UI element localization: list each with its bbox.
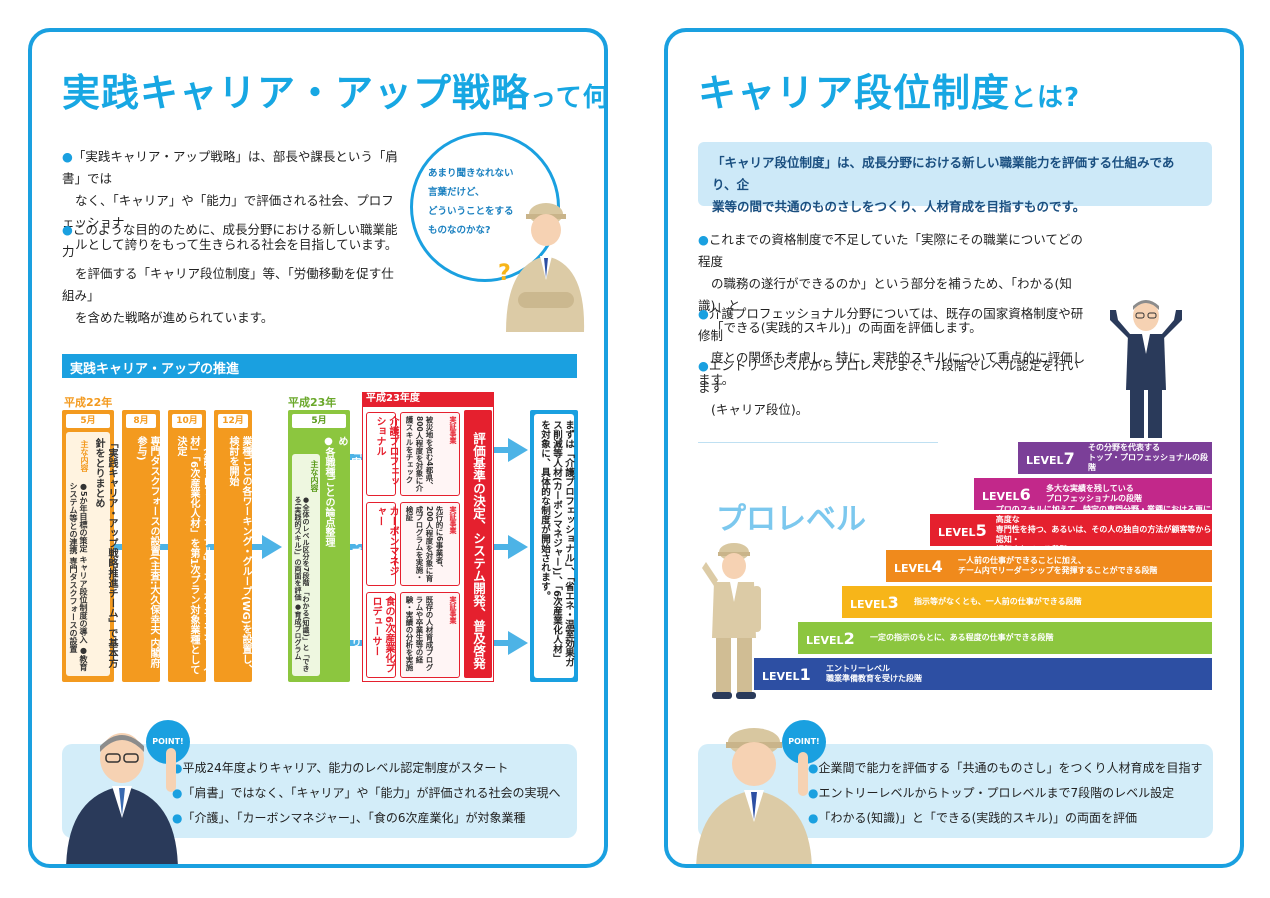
- detail-bullet-2: ●介護プロフェッショナル分野については、既存の国家資格制度や研修制 度との関係も…: [698, 306, 1086, 387]
- level-5-description: プロのスキルに加えて、特定の専門分野・業種における更に高度な専門性を持つ、あるい…: [995, 505, 1212, 554]
- level-1-description: エントリーレベル職業準備教育を受けた段階: [826, 664, 922, 683]
- branch-arrow-2: [350, 544, 362, 550]
- page-1: 実践キャリア・アップ戦略って何? ●「実践キャリア・アップ戦略」は、部長や課長と…: [28, 28, 608, 868]
- flow-arrow-3: [494, 640, 508, 646]
- detail-bullet-1: ●これまでの資格制度で不足していた「実際にその職業についてどの程度 の職務の遂行…: [698, 232, 1083, 335]
- level-1-label: LEVEL1: [762, 664, 811, 684]
- point-2-2: ●エントリーレベルからトップ・プロレベルまで7段階のレベル設定: [808, 786, 1175, 800]
- flow-arrowhead-1: [508, 438, 528, 462]
- summary-box: 「キャリア段位制度」は、成長分野における新しい職業能力を評価する仕組みであり、企…: [698, 142, 1212, 214]
- detail-bullet-3: ●エントリーレベルからプロレベルまで、7段階でレベル認定を行います (キャリア段…: [698, 358, 1079, 417]
- era-h23: 平成23年: [288, 396, 337, 409]
- timeline-col-aug-2010: 8月 専門タスクフォースの設置(主査:大久保幸夫 内閣府参与): [122, 410, 160, 682]
- page-number-2: 2: [1232, 860, 1240, 864]
- level-3-label: LEVEL3: [850, 592, 899, 612]
- businessman-cheering-illustration: [1110, 300, 1182, 438]
- era-h23-fiscal: 平成23年度: [362, 392, 494, 406]
- level-1-bar: LEVEL1 エントリーレベル職業準備教育を受けた段階: [754, 658, 1212, 690]
- flow-arrowhead-2: [508, 535, 528, 559]
- level-6-label: LEVEL6: [982, 484, 1031, 504]
- level-3-bar: LEVEL3 指示等がなくとも、一人前の仕事ができる段階: [842, 586, 1212, 618]
- level-4-label: LEVEL4: [894, 556, 943, 576]
- speech-bubble-text: あまり聞きなれない言葉だけど、どういうことをするものなのかな?: [428, 168, 514, 236]
- point-2-3: ●「わかる(知識)」と「できる(実践的スキル)」の両面を評価: [808, 811, 1137, 825]
- era-h22: 平成22年: [64, 396, 113, 409]
- evaluation-standards-col: 評価基準の決定、システム開発、普及啓発: [464, 410, 492, 678]
- page-number-1: 1: [32, 860, 42, 864]
- timeline-col-may-2010: 5月 「実践キャリア・アップ戦略推進チーム」で基本方針をとりまとめ 主な内容 ●…: [62, 410, 117, 682]
- level-4-bar: LEVEL4 一人前の仕事ができることに加え、チーム内でリーダーシップを発揮するこ…: [886, 550, 1212, 582]
- worker-standing-illustration: [702, 543, 761, 699]
- intro-bullet-2: ●このような目的のために、成長分野における新しい職業能力 を評価する「キャリア段…: [62, 222, 398, 325]
- flow-arrow-2: [494, 544, 508, 550]
- level-2-bar: LEVEL2 一定の指示のもとに、ある程度の仕事ができる段階: [798, 622, 1212, 654]
- timeline-arrowhead-1: [262, 535, 282, 559]
- level-2-description: 一定の指示のもとに、ある程度の仕事ができる段階: [870, 633, 1054, 642]
- system-start-col: まずは「介護プロフェッショナル」、「省エネ・温室効果ガス削減等人材(カーボンマネ…: [530, 410, 578, 682]
- timeline-arrow-1: [72, 544, 262, 550]
- worker-pointing-illustration: [696, 728, 812, 864]
- timeline-col-may-2011: 5月 ●「実践キャリア・アップ戦略基本方針」取りまとめ●各職種ごとの論点整理 主…: [288, 410, 360, 682]
- page-2-title: キャリア段位制度とは?: [698, 71, 1081, 115]
- timeline-col-oct-2010: 10月 「介護プロフェッショナル」「カーボンマネジャー人材」「6次産業化人材」を…: [168, 410, 212, 682]
- level-7-bar: LEVEL7 その分野を代表するトップ・プロフェッショナルの段階: [1018, 442, 1212, 474]
- branch-arrow-3: [350, 640, 362, 646]
- level-7-label: LEVEL7: [1026, 448, 1075, 468]
- divider-line: [698, 442, 938, 443]
- page-1-title: 実践キャリア・アップ戦略って何?: [62, 71, 608, 115]
- level-6-bar: LEVEL6 多大な実績を残しているプロフェッショナルの段階: [974, 478, 1212, 510]
- pro-level-label: プロレベル: [716, 502, 866, 537]
- level-5-label: LEVEL5: [938, 520, 987, 540]
- promotion-section-header: 実践キャリア・アップの推進: [62, 354, 577, 378]
- timeline-col-dec-2010: 12月 業種ごとの各ワーキング・グループ(WG)を設置し、検討を開始: [214, 410, 252, 682]
- flow-arrowhead-3: [508, 631, 528, 655]
- intro-bullet-1: ●「実践キャリア・アップ戦略」は、部長や課長という「肩書」では なく、「キャリア…: [62, 149, 398, 252]
- level-5-bar: LEVEL5 プロのスキルに加えて、特定の専門分野・業種における更に高度な専門性を…: [930, 505, 1212, 554]
- level-6-description: 多大な実績を残しているプロフェッショナルの段階: [1046, 484, 1142, 503]
- branch-arrow-1: [350, 454, 362, 460]
- businessman-pointing-illustration: [66, 733, 178, 864]
- level-2-label: LEVEL2: [806, 628, 855, 648]
- page-2: キャリア段位制度とは? 「キャリア段位制度」は、成長分野における新しい職業能力を…: [664, 28, 1244, 868]
- flow-arrow-1: [494, 447, 508, 453]
- point-1-3: ●「介護」、「カーボンマネジャー」、「食の6次産業化」が対象業種: [172, 811, 526, 825]
- question-mark: ?: [498, 261, 511, 286]
- point-2-1: ●企業間で能力を評価する「共通のものさし」をつくり人材育成を目指す: [808, 761, 1203, 775]
- point-1-1: ●平成24年度よりキャリア、能力のレベル認定制度がスタート: [172, 761, 509, 775]
- worker-puzzled-illustration: ?: [498, 203, 585, 332]
- point-1-2: ●「肩書」ではなく、「キャリア」や「能力」が評価される社会の実現へ: [172, 786, 561, 800]
- level-4-description: 一人前の仕事ができることに加え、チーム内でリーダーシップを発揮することができる段…: [958, 556, 1158, 575]
- level-7-description: その分野を代表するトップ・プロフェッショナルの段階: [1088, 443, 1208, 472]
- level-3-description: 指示等がなくとも、一人前の仕事ができる段階: [914, 597, 1082, 606]
